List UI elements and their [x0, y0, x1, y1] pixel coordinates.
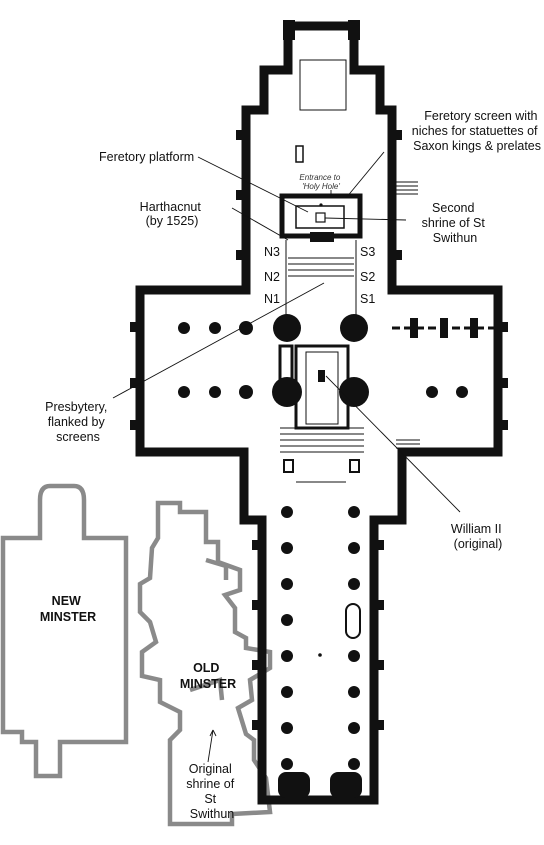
second-shrine-box	[315, 212, 326, 223]
west-screen-left	[283, 459, 294, 473]
nave-chantry	[345, 603, 361, 639]
north-screen-n2: N2	[264, 270, 280, 284]
transept-piers	[178, 321, 468, 399]
lady-chapel-floor	[299, 59, 347, 111]
crossing-piers	[272, 314, 369, 407]
old-minster-outline	[137, 500, 273, 827]
original-shrine-label: Original shrine of St Swithun	[186, 762, 237, 821]
south-transept-chapels	[392, 318, 494, 338]
retrochoir-stairs	[396, 181, 418, 195]
old-minster-inner-step	[189, 676, 225, 701]
pulpitum	[278, 344, 294, 382]
old-minster-inner-wing	[205, 557, 229, 580]
west-front	[278, 772, 362, 798]
cathedral-outline	[135, 21, 503, 805]
west-screen-right	[349, 459, 360, 473]
feretory-screen-label: Feretory screen with niches for statuett…	[412, 109, 541, 153]
william-ii-tomb	[318, 370, 325, 382]
presbytery-steps	[285, 240, 357, 316]
presbytery-label: Presbytery, flanked by screens	[45, 400, 111, 444]
south-screen-s3: S3	[360, 245, 375, 259]
north-screen-n3: N3	[264, 245, 280, 259]
buttresses	[130, 20, 508, 730]
south-screen-s1: S1	[360, 292, 375, 306]
nave-steps	[280, 427, 364, 483]
leader-lines	[112, 151, 461, 763]
choir-stalls-inner	[305, 351, 339, 425]
east-chapel-altar	[295, 145, 304, 163]
second-shrine-label: Second shrine of St Swithun	[422, 201, 489, 245]
nave-piers	[281, 506, 360, 770]
holy-hole-dot	[319, 203, 323, 207]
new-minster-label: NEW MINSTER	[40, 594, 96, 624]
old-minster-label: OLD MINSTER	[180, 661, 236, 691]
harthacnut-label: Harthacnut (by 1525)	[140, 200, 205, 228]
william-ii-label: William II (original)	[451, 522, 505, 551]
north-screen-n1: N1	[264, 292, 280, 306]
south-transept-steps	[396, 439, 420, 449]
new-minster-outline	[0, 483, 129, 779]
south-screen-s2: S2	[360, 270, 375, 284]
entrance-label: Entrance to 'Holy Hole'	[299, 173, 342, 191]
feretory-enclosure	[279, 193, 363, 239]
feretory-altar	[310, 232, 334, 242]
feretory-platform-label: Feretory platform	[99, 150, 194, 164]
